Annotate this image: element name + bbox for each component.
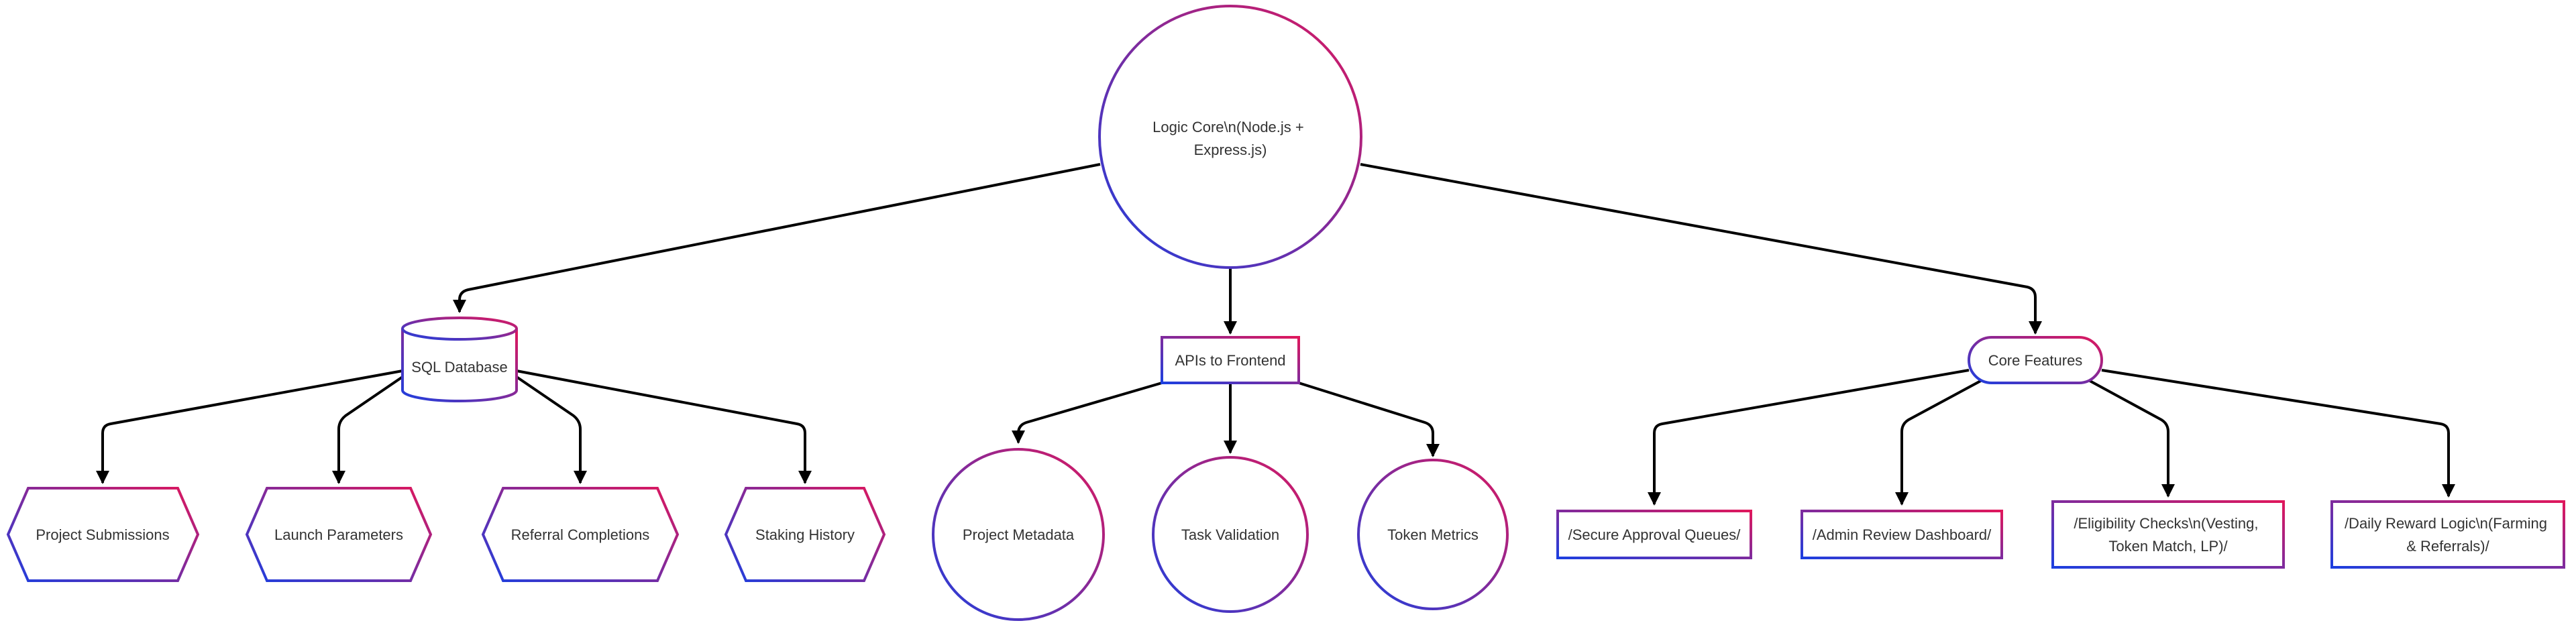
edge-core-features-to-admin-review-dashboard: [1895, 377, 1986, 506]
core-features-label: Core Features: [1988, 352, 2083, 369]
node-secure-approval-queues: /Secure Approval Queues/: [1556, 510, 1752, 559]
launch-parameters-label: Launch Parameters: [274, 526, 403, 543]
sql-database-label: SQL Database: [411, 359, 508, 376]
project-submissions-label: Project Submissions: [36, 526, 169, 543]
node-referral-completions: Referral Completions: [481, 487, 680, 582]
node-launch-parameters: Launch Parameters: [245, 487, 433, 582]
node-core-features: Core Features: [1968, 336, 2103, 384]
logic-core-label-line-2: Express.js): [1194, 141, 1267, 158]
project-metadata-label: Project Metadata: [963, 526, 1075, 543]
referral-completions-label: Referral Completions: [511, 526, 650, 543]
edge-core-features-to-daily-reward-logic: [2101, 369, 2455, 498]
node-eligibility-checks: /Eligibility Checks\n(Vesting, Token Mat…: [2051, 500, 2285, 569]
edge-sql-database-to-project-submissions: [96, 369, 403, 484]
node-project-submissions: Project Submissions: [6, 487, 200, 582]
task-validation-label: Task Validation: [1181, 526, 1279, 543]
daily-reward-logic-label-line-2: & Referrals)/: [2406, 538, 2489, 555]
daily-reward-logic-label-line-1: /Daily Reward Logic\n(Farming: [2345, 515, 2547, 532]
edge-apis-to-frontend-to-project-metadata: [1012, 382, 1163, 444]
edges: [96, 163, 2455, 506]
edge-sql-database-to-staking-history: [516, 369, 812, 484]
eligibility-checks-label-line-1: /Eligibility Checks\n(Vesting,: [2074, 515, 2258, 532]
edge-sql-database-to-launch-parameters: [332, 376, 404, 484]
edge-core-features-to-secure-approval-queues: [1648, 369, 1970, 506]
edge-sql-database-to-referral-completions: [515, 376, 587, 484]
edge-core-features-to-eligibility-checks: [2084, 377, 2175, 498]
apis-to-frontend-label: APIs to Frontend: [1175, 352, 1285, 369]
node-logic-core: Logic Core\n(Node.js + Express.js): [1098, 5, 1362, 269]
edge-logic-core-to-sql-database: [453, 163, 1101, 313]
edge-logic-core-to-core-features: [1360, 163, 2042, 335]
svg-text:Logic Core\n(Node.js + E: Logic Core\n(Node.js + Express.js): [1152, 119, 1308, 158]
staking-history-label: Staking History: [755, 526, 855, 543]
secure-approval-queues-label: /Secure Approval Queues/: [1568, 526, 1741, 543]
node-sql-database: SQL Database: [401, 317, 518, 402]
node-token-metrics: Token Metrics: [1357, 459, 1509, 610]
svg-text:/Eligibility Checks\n(Vesting,: /Eligibility Checks\n(Vesting, Token Mat…: [2074, 515, 2262, 555]
node-project-metadata: Project Metadata: [932, 448, 1105, 621]
token-metrics-label: Token Metrics: [1387, 526, 1479, 543]
admin-review-dashboard-label: /Admin Review Dashboard/: [1813, 526, 1992, 543]
eligibility-checks-label-line-2: Token Match, LP)/: [2108, 538, 2228, 555]
svg-text:/Daily Reward Logic\n(Farming: /Daily Reward Logic\n(Farming & Referral…: [2345, 515, 2551, 555]
logic-core-label-line-1: Logic Core\n(Node.js +: [1152, 119, 1304, 135]
node-daily-reward-logic: /Daily Reward Logic\n(Farming & Referral…: [2330, 500, 2565, 569]
node-admin-review-dashboard: /Admin Review Dashboard/: [1801, 510, 2003, 559]
edge-apis-to-frontend-to-token-metrics: [1298, 382, 1440, 457]
node-apis-to-frontend: APIs to Frontend: [1161, 336, 1300, 384]
node-staking-history: Staking History: [724, 487, 886, 582]
node-task-validation: Task Validation: [1152, 456, 1309, 613]
